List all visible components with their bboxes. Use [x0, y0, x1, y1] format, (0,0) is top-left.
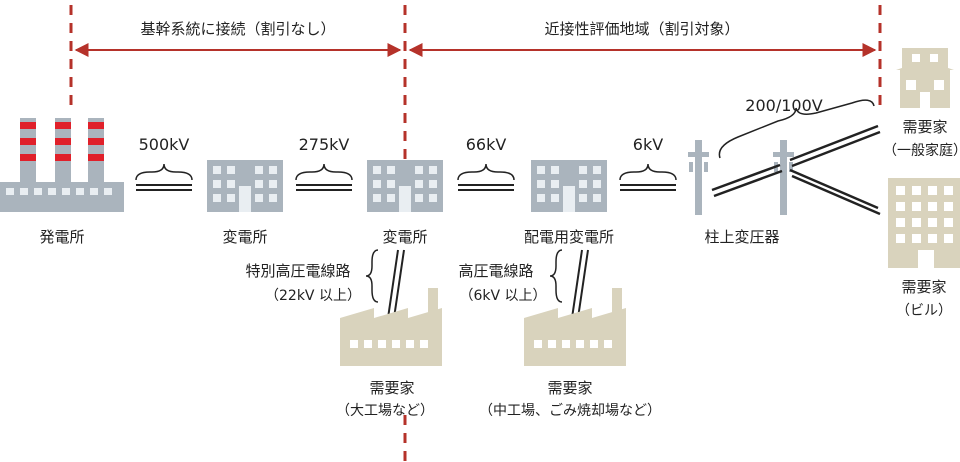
- hv-line-icon: [571, 249, 589, 319]
- voltage-500kv: [135, 163, 193, 191]
- substation-1-icon: [207, 160, 283, 212]
- low-voltage-lines: [711, 124, 881, 216]
- large-factory-title: 需要家: [369, 379, 414, 397]
- building-title: 需要家: [901, 278, 946, 296]
- large-factory-note: （大工場など）: [336, 403, 434, 419]
- office-building-icon: [888, 178, 960, 268]
- mid-factory-icon: [524, 288, 626, 366]
- building-note: （ビル）: [896, 303, 952, 319]
- power-plant-label: 発電所: [39, 228, 84, 246]
- voltage-275kv: [295, 163, 353, 191]
- special-hv-title: 特別高圧電線路: [245, 262, 350, 280]
- voltage-200-bracket: [718, 99, 875, 159]
- hv-note: （6kV 以上）: [459, 288, 546, 304]
- zone-label-left: 基幹系統に接続（割引なし）: [140, 20, 335, 38]
- utility-pole-icon: [688, 140, 794, 215]
- home-note: （一般家庭）: [883, 142, 960, 159]
- zone-dividers: [69, 5, 882, 462]
- voltage-275kv-label: 275kV: [299, 135, 350, 154]
- substation-2-icon: [367, 160, 443, 212]
- mid-factory-title: 需要家: [547, 379, 592, 397]
- voltage-500kv-label: 500kV: [139, 135, 190, 154]
- zone-label-right: 近接性評価地域（割引対象）: [544, 20, 739, 38]
- power-plant-icon: [0, 118, 124, 212]
- special-hv-note: （22kV 以上）: [265, 288, 361, 304]
- home-title: 需要家: [902, 118, 947, 136]
- special-hv-brace: [365, 249, 379, 303]
- distribution-substation-label: 配電用変電所: [524, 228, 614, 246]
- distribution-substation-icon: [531, 160, 607, 212]
- hv-brace: [549, 249, 563, 303]
- voltage-66kv-label: 66kV: [466, 135, 507, 154]
- pole-transformer-label: 柱上変圧器: [704, 228, 779, 246]
- voltage-6kv-label: 6kV: [633, 135, 663, 154]
- house-icon: [896, 48, 954, 108]
- substation-1-label: 変電所: [222, 228, 267, 246]
- special-hv-line-icon: [387, 249, 405, 319]
- voltage-200-label: 200/100V: [745, 96, 822, 115]
- mid-factory-note: （中工場、ごみ焼却場など）: [479, 403, 661, 419]
- voltage-6kv: [619, 163, 677, 191]
- voltage-66kv: [457, 163, 515, 191]
- large-factory-icon: [340, 288, 442, 366]
- substation-2-label: 変電所: [382, 228, 427, 246]
- hv-title: 高圧電線路: [458, 262, 533, 280]
